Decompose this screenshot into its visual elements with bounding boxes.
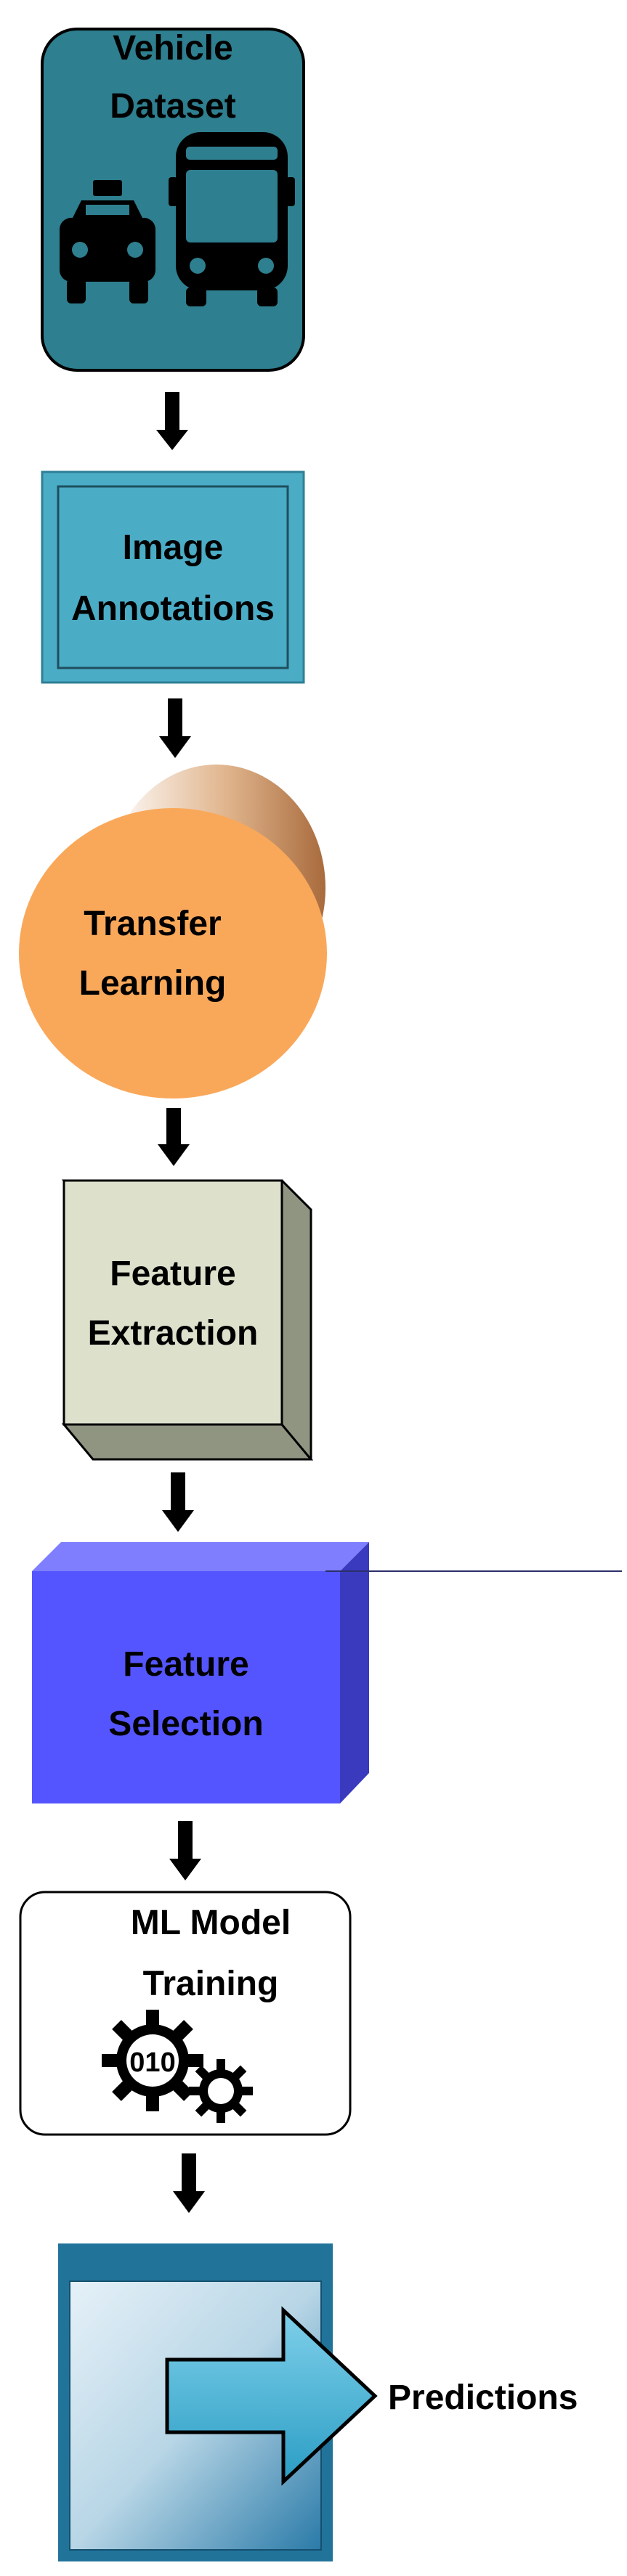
transfer-learning-circle <box>19 808 327 1099</box>
ml-model-training-label-line2: Training <box>143 1965 279 2003</box>
predictions-label: Predictions <box>388 2379 578 2417</box>
image-annotations-outer-box <box>41 470 305 684</box>
feature-selection-front-face <box>32 1571 340 1803</box>
predictions-node: Predictions <box>58 2243 578 2561</box>
feature-extraction-label-line2: Extraction <box>88 1314 259 1353</box>
feature-selection-top-face <box>32 1542 369 1571</box>
feature-extraction-label-line1: Feature <box>110 1255 235 1293</box>
vehicle-dataset-label-line2: Dataset <box>110 87 235 126</box>
arrow-down-icon <box>173 2153 205 2213</box>
feature-selection-side-face <box>340 1542 369 1803</box>
transfer-learning-label-line2: Learning <box>79 964 227 1003</box>
feature-extraction-node: Feature Extraction <box>61 1179 314 1461</box>
arrow-down-icon <box>169 1821 201 1880</box>
arrow-down-icon <box>159 698 191 758</box>
bus-icon <box>169 132 295 306</box>
gear-icon: 010 <box>102 2010 203 2111</box>
arrow-down-icon <box>162 1472 194 1532</box>
image-annotations-inner-frame <box>57 485 289 669</box>
ml-model-training-box <box>19 1891 352 2136</box>
arrow-down-icon <box>156 392 188 450</box>
gear-binary-text: 010 <box>129 2047 175 2078</box>
arrow-down-icon <box>158 1108 190 1166</box>
image-annotations-label-line2: Annotations <box>71 590 275 628</box>
arrow-right-icon <box>165 2306 378 2486</box>
vehicle-dataset-node: Vehicle Dataset <box>41 28 305 372</box>
transfer-learning-label-line1: Transfer <box>84 905 221 943</box>
feature-selection-label-line1: Feature <box>123 1645 248 1684</box>
feature-selection-label-line2: Selection <box>108 1705 263 1743</box>
taxi-icon <box>60 180 155 303</box>
vehicle-dataset-label-line1: Vehicle <box>113 29 232 68</box>
transfer-learning-node: Transfer Learning <box>19 765 327 1099</box>
ml-model-training-label-line1: ML Model <box>131 1904 291 1942</box>
feature-extraction-front-face <box>62 1179 283 1426</box>
ml-model-training-node: ML Model Training 010 <box>19 1891 352 2136</box>
gear-icon <box>189 2059 253 2123</box>
feature-selection-node: Feature Selection <box>32 1542 622 1803</box>
image-annotations-label-line1: Image <box>123 529 224 567</box>
feature-extraction-bottom-face <box>61 1423 314 1461</box>
image-annotations-node: Image Annotations <box>41 470 305 684</box>
